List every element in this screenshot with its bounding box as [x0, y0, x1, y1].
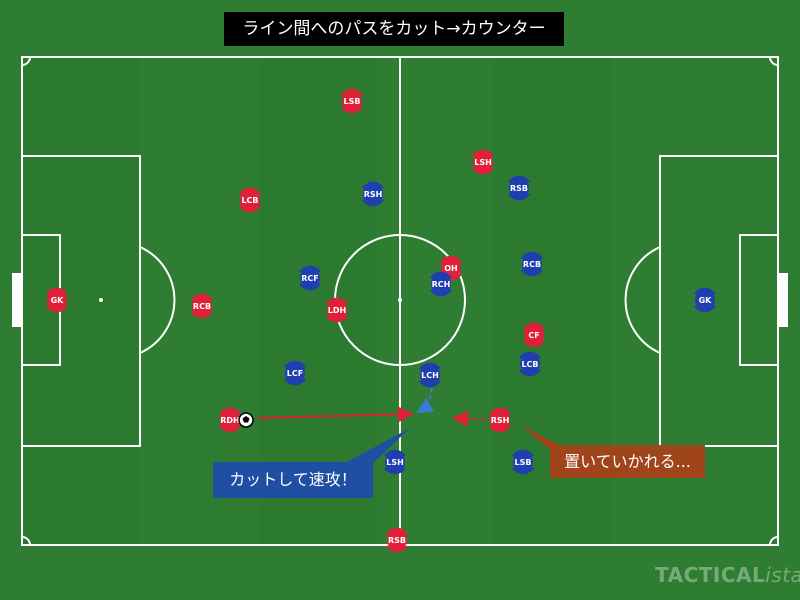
player-label: RSH: [364, 190, 383, 199]
blue-player-lch: LCH: [419, 362, 441, 388]
left-penalty-spot: [99, 298, 103, 302]
player-label: LSB: [515, 458, 532, 467]
blue-player-lsh: LSH: [384, 449, 406, 475]
watermark-logo: TACTICALista: [655, 563, 800, 587]
red-player-gk: GK: [46, 287, 68, 313]
right-goal: [778, 273, 788, 327]
player-label: RCH: [432, 280, 451, 289]
blue-player-rcb: RCB: [521, 251, 543, 277]
center-spot: [398, 298, 402, 302]
diagram-title: ライン間へのパスをカット→カウンター: [224, 12, 564, 46]
player-label: RSB: [510, 184, 528, 193]
player-label: LCF: [287, 369, 303, 378]
player-label: CF: [528, 331, 539, 340]
blue-player-lcf: LCF: [284, 360, 306, 386]
player-label: OH: [444, 264, 458, 273]
blue-player-gk: GK: [694, 287, 716, 313]
red-player-rsb: RSB: [386, 527, 408, 553]
player-label: RDH: [220, 416, 240, 425]
player-label: RCB: [193, 302, 211, 311]
callout-cut-pointer: [345, 428, 410, 463]
red-player-lcb: LCB: [239, 187, 261, 213]
pass-arrow: [257, 406, 414, 423]
player-label: LSH: [474, 158, 492, 167]
player-label: GK: [51, 296, 65, 305]
player-label: LSH: [386, 458, 404, 467]
player-label: LSB: [344, 97, 361, 106]
blue-player-lcb: LCB: [519, 351, 541, 377]
left-goal: [12, 273, 22, 327]
blue-player-rch: RCH: [430, 271, 452, 297]
players: GK RCB LCB LSB RDH LDH OH LSH RSH CF RSB GK RCB LCB RS…: [46, 88, 716, 553]
player-label: RCB: [523, 260, 541, 269]
blue-player-lsb: LSB: [512, 449, 534, 475]
player-label: RSH: [491, 416, 510, 425]
red-player-ldh: LDH: [326, 297, 348, 323]
red-player-rcb: RCB: [191, 293, 213, 319]
callout-left-behind: 置いていかれる...: [550, 445, 705, 478]
player-label: LCH: [421, 371, 439, 380]
player-label: RSB: [388, 536, 406, 545]
blue-player-rcf: RCF: [299, 265, 321, 291]
soccer-ball-icon: [238, 412, 254, 428]
red-player-lsh: LSH: [472, 149, 494, 175]
red-player-lsb: LSB: [341, 88, 363, 114]
red-player-cf: CF: [523, 322, 545, 348]
recovery-run-arrow: [452, 410, 493, 427]
player-label: LCB: [241, 196, 258, 205]
red-player-rsh: RSH: [489, 407, 511, 433]
player-label: LCB: [521, 360, 538, 369]
intercept-run-arrow: [416, 387, 435, 414]
blue-player-rsb: RSB: [508, 175, 530, 201]
player-label: GK: [699, 296, 713, 305]
player-label: RCF: [301, 274, 319, 283]
player-label: LDH: [328, 306, 346, 315]
blue-player-rsh: RSH: [362, 181, 384, 207]
callout-cut: カットして速攻！: [213, 462, 373, 498]
red-player-rdh: RDH: [219, 407, 241, 433]
